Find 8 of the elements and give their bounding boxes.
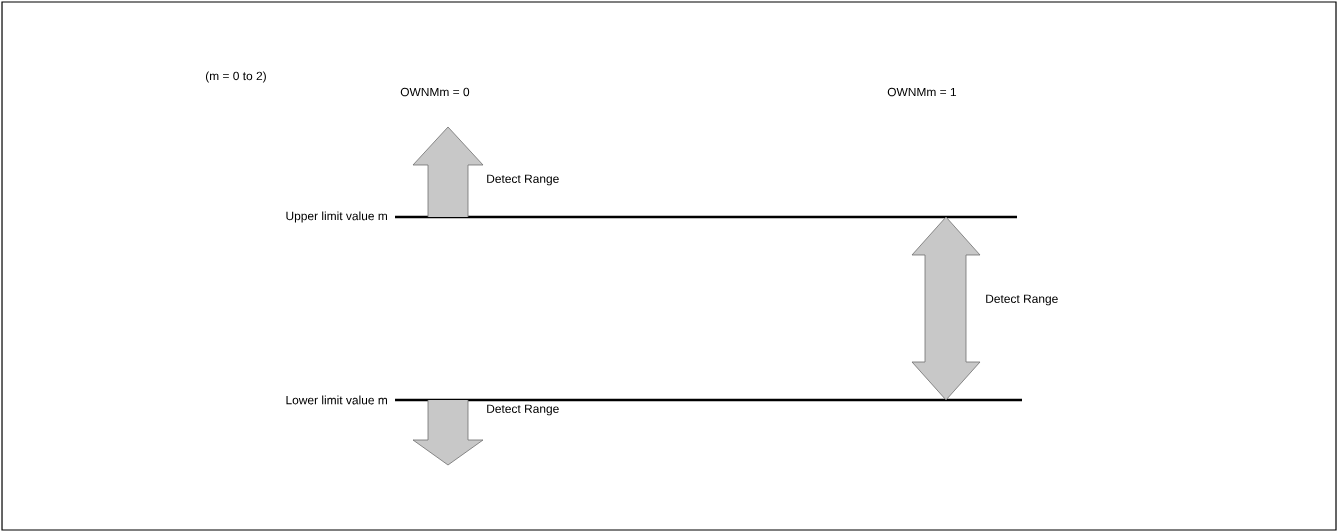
range-label: Detect Range (487, 174, 559, 186)
column-heading: OWNMm = 1 (887, 87, 956, 97)
limit-label: Lower limit value m (286, 395, 387, 405)
range-label: Detect Range (487, 404, 559, 416)
range-label: Detect Range (986, 294, 1058, 306)
note-text: (m = 0 to 2) (205, 71, 266, 83)
limit-label: Upper limit value m (286, 211, 387, 223)
column-heading: OWNMm = 0 (400, 87, 470, 97)
